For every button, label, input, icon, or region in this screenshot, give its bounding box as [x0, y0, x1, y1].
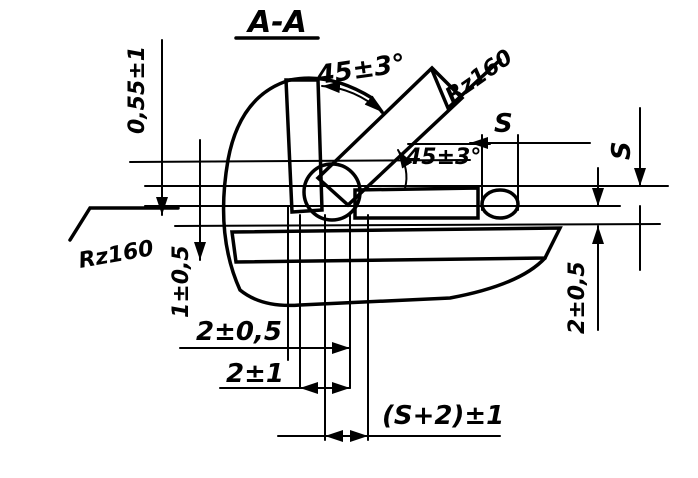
- ext-line-4: [174, 223, 661, 227]
- roughness-label-top: Rz160: [441, 45, 517, 109]
- roughness-symbol-top: [430, 58, 502, 111]
- dim-gap-left-label: 1±0,5: [169, 245, 194, 318]
- section-title: A-A: [246, 5, 307, 40]
- roughness-label-left: Rz160: [77, 236, 156, 274]
- angle-label-top: 45±3°: [314, 49, 407, 91]
- horizontal-plate-section: [230, 226, 563, 264]
- ext-line-1: [129, 159, 471, 163]
- dim-gap-right-label: 2±0,5: [565, 261, 590, 334]
- diagonal-plate: [315, 65, 465, 208]
- dim-leg-lower-label: 2±0,5: [196, 317, 282, 347]
- vertical-plate-section: [284, 78, 324, 214]
- dim-s-horizontal-label: S: [494, 109, 513, 139]
- dim-s-vertical-label: S: [607, 141, 637, 160]
- upper-plate-section: [353, 186, 480, 220]
- weld-zone-outline: [221, 78, 547, 308]
- dim-offset-label: 0,55±1: [125, 46, 150, 134]
- dim-leg-upper-label: 2±1: [226, 359, 284, 389]
- roughness-symbol-left: [68, 206, 180, 242]
- angle-label-inner: 45±3°: [405, 145, 481, 170]
- angle-arc-top: [321, 81, 383, 113]
- dim-width-label: (S+2)±1: [382, 401, 504, 431]
- root-bead: [480, 188, 520, 220]
- angle-arc-inner: [397, 149, 413, 189]
